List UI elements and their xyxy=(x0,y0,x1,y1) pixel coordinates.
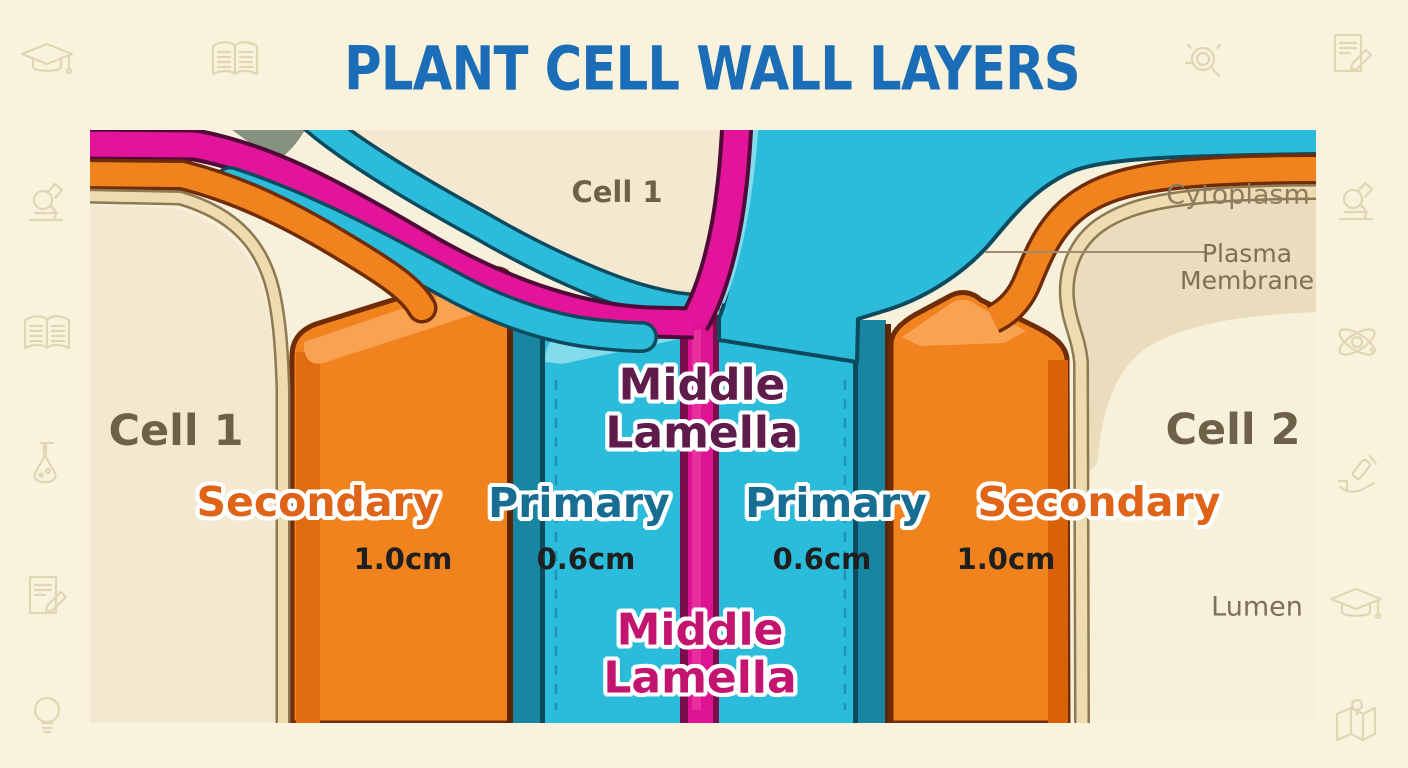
primary-left-measurement: 0.6cm xyxy=(536,542,636,576)
middle-lamella-top-line2: Lamella xyxy=(605,407,799,458)
secondary-wall-left-diagonal xyxy=(90,158,438,324)
primary-right-side-face xyxy=(858,320,886,723)
graduation-cap-icon xyxy=(1329,587,1383,620)
page-title: PLANT CELL WALL LAYERS xyxy=(344,33,1081,105)
graduation-cap-icon xyxy=(20,42,74,75)
microscope-icon xyxy=(28,182,64,222)
plasma-membrane-left xyxy=(90,188,291,723)
cell1-top-label: Cell 1 xyxy=(571,175,663,209)
secondary-right-measurement: 1.0cm xyxy=(956,542,1056,576)
atom-icon xyxy=(1334,323,1380,361)
plasma-membrane-label: Plasma Membrane xyxy=(1180,240,1314,294)
primary-left-side-face xyxy=(513,316,545,723)
primary-wall-right-label: Primary xyxy=(745,479,927,527)
middle-lamella-top-line1: Middle xyxy=(618,359,786,411)
folded-map-icon xyxy=(1335,698,1377,742)
microscope-icon xyxy=(1338,181,1374,221)
cell2-label: Cell 2 xyxy=(1165,405,1301,455)
secondary-left-measurement: 1.0cm xyxy=(353,542,453,576)
secondary-wall-right xyxy=(888,290,1071,723)
seam-right xyxy=(885,324,891,723)
plasma-membrane-right xyxy=(1058,184,1316,723)
cell-wall-diagram xyxy=(90,130,1316,723)
junction-filler xyxy=(232,130,305,162)
seam xyxy=(540,316,545,723)
cell1-interior xyxy=(90,205,280,723)
document-pencil-icon xyxy=(1333,33,1373,73)
middle-lamella-stem xyxy=(680,306,719,723)
plasma-membrane-line2: Membrane xyxy=(1180,266,1314,295)
primary-wall-top-left xyxy=(303,130,713,324)
cytoplasm-region xyxy=(1070,196,1316,469)
cytoplasm-label: Cytoplasm xyxy=(1166,179,1310,211)
open-book-icon xyxy=(211,41,259,76)
seam-left xyxy=(507,318,513,723)
middle-lamella-bottom-line1: Middle xyxy=(616,604,784,656)
plasma-membrane-line1: Plasma xyxy=(1201,239,1293,268)
primary-right-measurement: 0.6cm xyxy=(772,542,872,576)
secondary-wall-right-label: Secondary xyxy=(977,478,1221,526)
secondary-wall-left-label: Secondary xyxy=(196,478,440,526)
secondary-wall-top-right xyxy=(985,153,1316,334)
plasma-membrane-leader-line xyxy=(985,251,1207,253)
magnifier-sparkle-icon xyxy=(1184,43,1222,78)
flask-icon xyxy=(33,441,57,484)
hand-test-tube-icon xyxy=(1337,454,1378,493)
lightbulb-icon xyxy=(33,696,61,734)
middle-lamella-bottom-line2: Lamella xyxy=(603,652,797,703)
open-book-icon xyxy=(23,315,71,350)
middle-lamella-arms xyxy=(90,130,754,340)
primary-wall-left-label: Primary xyxy=(488,479,670,527)
middle-lamella-label-bottom: Middle Lamella xyxy=(603,606,796,701)
cell1-left-label: Cell 1 xyxy=(108,406,244,456)
seam xyxy=(853,320,858,723)
document-pencil-icon xyxy=(28,575,68,615)
middle-lamella-label-top: Middle Lamella xyxy=(605,361,798,456)
lumen-label: Lumen xyxy=(1211,591,1303,623)
